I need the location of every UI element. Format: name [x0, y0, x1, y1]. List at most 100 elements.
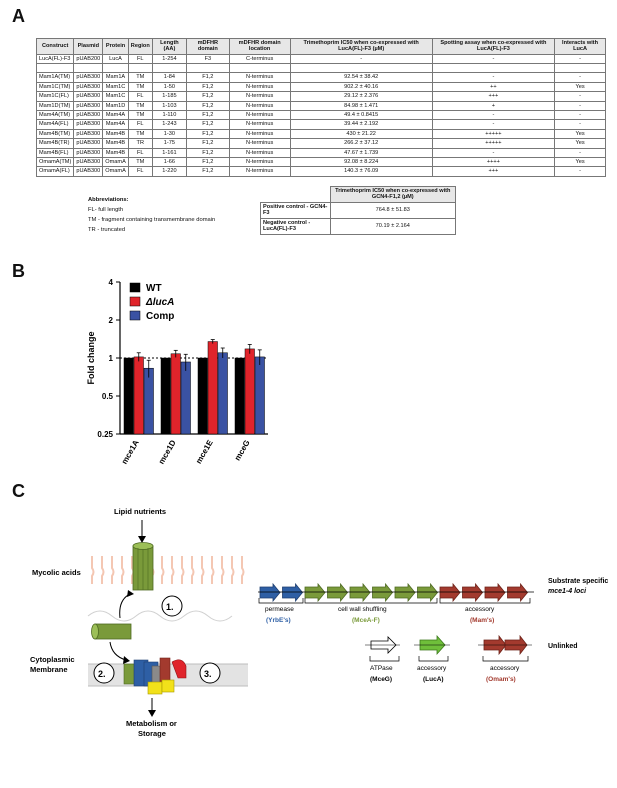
mycolic-acid-layer	[87, 556, 245, 622]
table-cell: -	[289, 53, 433, 65]
mycolic-acid-chain	[91, 556, 95, 584]
bar-comp	[217, 352, 228, 435]
mycolic-acid-chain	[131, 556, 135, 584]
table-cell: Mam4B(TM)	[35, 128, 75, 140]
column-header: Length (AA)	[151, 38, 188, 55]
mce-gene-icon	[394, 582, 416, 603]
permease-label: permease	[265, 606, 294, 613]
table-cell: pUAB300	[73, 157, 104, 168]
mce-gene-icon	[349, 582, 371, 603]
bar-comp	[143, 367, 154, 435]
step-3-label: 3.	[204, 669, 212, 679]
mce-gene-icon	[327, 582, 349, 603]
table-cell: +++++	[431, 138, 556, 149]
mycolic-acid-chain	[181, 556, 185, 584]
table-cell: 902.2 ± 40.16	[289, 81, 433, 93]
mycolic-acid-chain	[111, 556, 115, 584]
table-cell: 29.12 ± 2.376	[289, 91, 433, 102]
table-cell: pUAB300	[73, 91, 104, 102]
table-cell: pUAB300	[73, 119, 104, 130]
mycolic-acid-chain	[231, 556, 235, 584]
table-cell: F1,2	[186, 81, 230, 93]
table-cell: Yes	[554, 138, 606, 149]
table-cell: -	[554, 147, 606, 159]
bar-luca	[133, 356, 144, 435]
table-cell: N-terminus	[228, 128, 291, 140]
substrate-specific-label: Substrate specific	[548, 578, 608, 585]
column-header: Spotting assay when co-expressed with Lu…	[431, 38, 556, 55]
column-header: Interacts with LucA	[554, 38, 606, 55]
accessory-label: accessory	[465, 606, 495, 613]
storage-label: Storage	[138, 729, 166, 738]
table-cell: N-terminus	[228, 100, 291, 111]
table-cell: F1,2	[186, 128, 230, 140]
mceg-gene-icon	[370, 636, 397, 654]
loci-label: mce1-4 loci	[548, 588, 587, 595]
mycolic-acid-chain	[221, 556, 225, 584]
legend-label: Comp	[146, 311, 174, 322]
table-cell: F1,2	[186, 109, 230, 121]
abbreviation-fl: FL- full length	[88, 207, 124, 213]
table-cell: TM	[127, 109, 153, 121]
control-header: Trimethoprim IC50 when co-expressed with…	[329, 186, 457, 203]
table-cell: +++	[431, 166, 556, 177]
peptidoglycan-layer	[87, 610, 233, 622]
mycolic-acid-chain	[171, 556, 175, 584]
bar-comp	[180, 361, 191, 435]
column-header: mDFHR domain	[186, 38, 230, 55]
table-cell: F1,2	[186, 166, 230, 177]
abbreviation-tm: TM - fragment containing transmembrane d…	[88, 217, 216, 223]
table-cell: +++	[431, 91, 556, 102]
table-cell: Yes	[554, 81, 606, 93]
legend-label: WT	[146, 283, 162, 294]
mam-gene-icon	[439, 582, 461, 603]
mce-gene-icon	[372, 582, 394, 603]
bar-comp	[254, 356, 265, 435]
table-cell: C-terminus	[228, 53, 291, 65]
table-cell: OmamA	[102, 157, 129, 168]
column-header: Region	[127, 38, 153, 55]
table-cell: Mam1C	[102, 81, 129, 93]
mce-complex-icon	[123, 657, 187, 695]
mce-gene-icon	[304, 582, 326, 603]
table-cell: 1-66	[151, 157, 188, 168]
table-cell: -	[554, 91, 606, 102]
table-cell: ++++	[431, 157, 556, 168]
table-cell: 266.2 ± 37.12	[289, 138, 433, 149]
mycolic-acid-chain	[191, 556, 195, 584]
table-cell: -	[554, 53, 606, 65]
positive-control-label: Positive control - GCN4-F3	[260, 201, 331, 219]
mycolic-acid-chain	[201, 556, 205, 584]
mycolic-acids-label: Mycolic acids	[32, 568, 81, 577]
y-axis-label: Fold change	[86, 331, 96, 384]
table-cell: pUAB300	[73, 166, 104, 177]
abbreviations: Abbreviations: FL- full length TM - frag…	[88, 195, 215, 235]
permease-gene-icon	[259, 582, 281, 603]
table-cell: Mam4B	[102, 128, 129, 140]
table-cell: Mam4B(FL)	[35, 147, 75, 159]
positive-control-value: 764.8 ± 51.83	[329, 201, 457, 219]
table-cell: 39.44 ± 2.192	[289, 119, 433, 130]
bar-wt	[234, 357, 245, 435]
table-cell: 1-220	[151, 166, 188, 177]
table-cell: Mam1C	[102, 91, 129, 102]
legend-swatch	[129, 296, 141, 307]
omam-gene-icon	[483, 634, 528, 656]
table-cell: pUAB300	[73, 138, 104, 149]
table-cell: 1-50	[151, 81, 188, 93]
x-tick-label: mce1A	[120, 438, 141, 465]
legend-label: ΔlucA	[145, 297, 174, 308]
abbreviation-tr: TR - truncated	[88, 227, 126, 233]
table-cell: FL	[127, 147, 153, 159]
table-cell: Yes	[554, 157, 606, 168]
lipid-transporter-icon	[132, 542, 154, 591]
table-cell: 92.08 ± 8.224	[289, 157, 433, 168]
table-cell: -	[431, 119, 556, 130]
